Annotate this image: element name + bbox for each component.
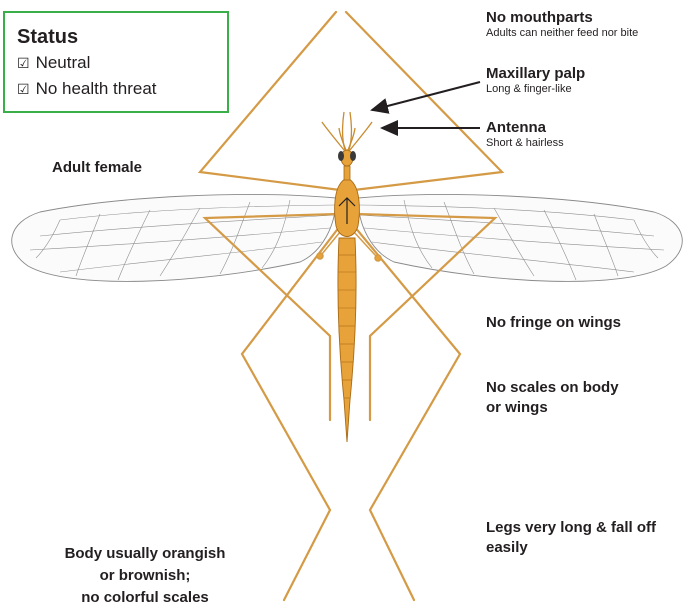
status-item-label: Neutral <box>36 53 91 72</box>
label-adult-female: Adult female <box>52 158 142 178</box>
antennae <box>322 122 372 150</box>
label-no-scales-line1: No scales on body <box>486 378 619 398</box>
sublabel-maxillary-palp: Long & finger-like <box>486 83 572 96</box>
status-item-neutral: ☑ Neutral <box>17 53 90 74</box>
status-item-label: No health threat <box>36 79 157 98</box>
body <box>335 150 360 442</box>
palp-pointer-arrow <box>372 82 480 110</box>
label-body-line2: or brownish; <box>30 566 260 586</box>
label-no-mouthparts: No mouthparts <box>486 8 593 28</box>
sublabel-no-mouthparts: Adults can neither feed nor bite <box>486 27 638 40</box>
label-no-fringe: No fringe on wings <box>486 313 621 333</box>
right-front-leg <box>346 12 502 190</box>
checkbox-checked-icon: ☑ <box>17 56 30 72</box>
right-wing <box>358 194 682 281</box>
label-legs-line2: easily <box>486 538 528 558</box>
status-title: Status <box>17 26 78 49</box>
label-body-line1: Body usually orangish <box>30 544 260 564</box>
label-maxillary-palp: Maxillary palp <box>486 64 585 84</box>
sublabel-antenna: Short & hairless <box>486 137 564 150</box>
left-wing <box>12 194 336 281</box>
label-legs-line1: Legs very long & fall off <box>486 518 656 538</box>
status-item-no-health-threat: ☑ No health threat <box>17 79 157 100</box>
label-body-line3: no colorful scales <box>30 588 260 608</box>
checkbox-checked-icon: ☑ <box>17 82 30 98</box>
label-antenna: Antenna <box>486 118 546 138</box>
label-no-scales-line2: or wings <box>486 398 548 418</box>
maxillary-palps <box>339 112 355 150</box>
status-box: Status ☑ Neutral ☑ No health threat <box>3 11 229 113</box>
